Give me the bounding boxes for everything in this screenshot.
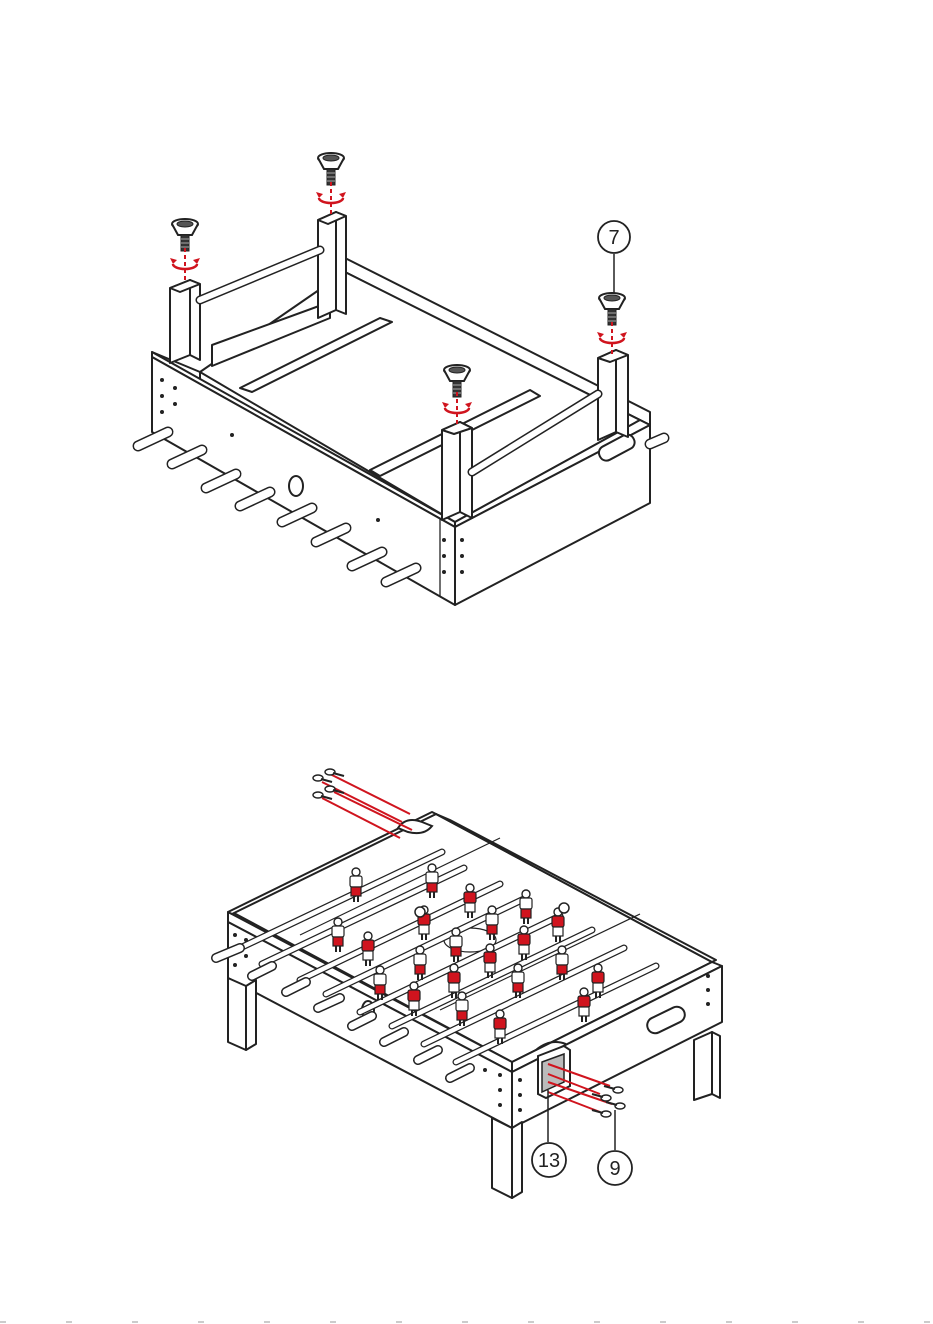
leveling-foot-icon	[318, 153, 344, 185]
leveling-foot-icon	[172, 219, 198, 251]
leg-back-right	[694, 1032, 720, 1100]
ball-return-opening	[289, 476, 303, 496]
leg-front-right	[598, 350, 628, 440]
callout-9-label: 9	[609, 1158, 620, 1180]
callout-9: 9	[598, 1110, 632, 1185]
rotation-arrow-icon	[170, 248, 200, 280]
far-goal-bracket	[313, 769, 432, 838]
leg-front-right	[492, 1118, 522, 1198]
leg-front-left	[228, 978, 256, 1050]
screw-icon	[604, 1086, 623, 1093]
screw-icon	[313, 775, 332, 782]
rotation-arrow-icon	[316, 182, 346, 214]
leveling-foot-icon	[599, 293, 625, 325]
screw-icon	[592, 1110, 611, 1117]
rotation-arrow-icon	[597, 322, 627, 354]
callout-13-label: 13	[538, 1150, 560, 1172]
figure-1-upside-down-table	[138, 212, 664, 605]
screw-icon	[325, 769, 344, 776]
leg-front-middle	[442, 422, 472, 520]
leg-back-middle	[318, 212, 346, 318]
figure-2-upright-table	[228, 812, 722, 1198]
leg-back-left	[170, 280, 200, 363]
callout-7-label: 7	[608, 227, 619, 249]
screw-icon	[606, 1102, 625, 1109]
callout-7: 7	[598, 221, 630, 294]
